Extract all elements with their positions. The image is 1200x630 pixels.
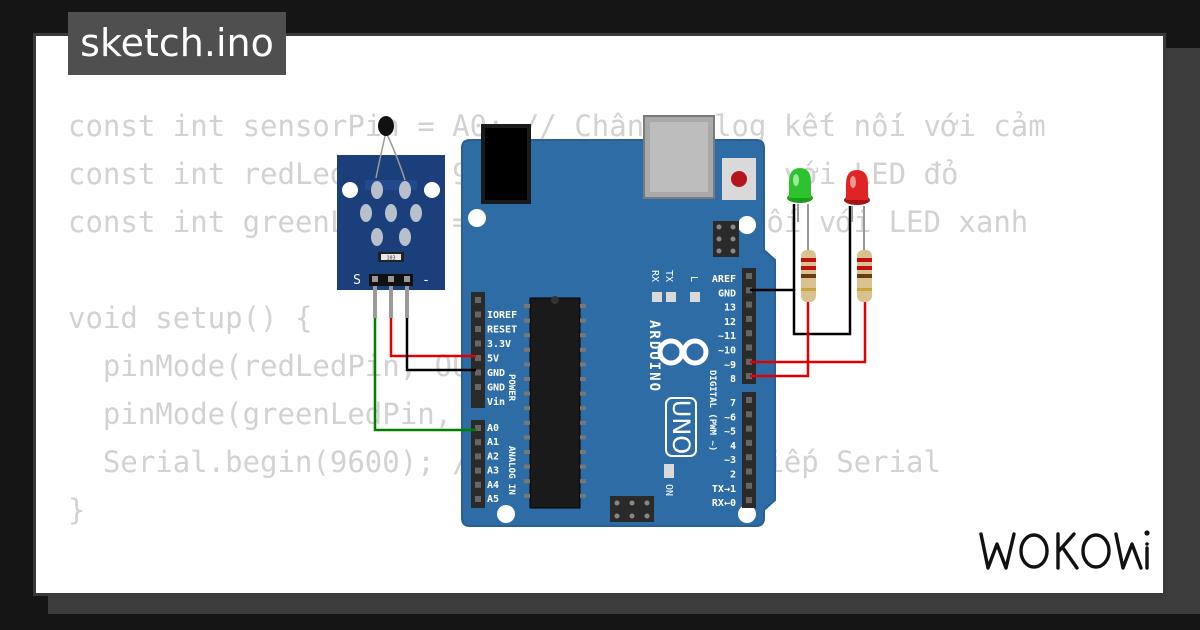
analog-pin-label: A1 (487, 437, 499, 448)
code-line: void loop() { (68, 582, 1046, 593)
digital-pin-label: 4 (730, 441, 736, 452)
tx-label: TX (663, 270, 674, 282)
green-led[interactable] (787, 168, 813, 250)
digital-pin-label: RX←0 (712, 498, 736, 509)
arduino-uno-board[interactable]: ARDUINO UNO RX TX L ON IOREF RESET 3.3V 5V G… (461, 115, 776, 527)
digital-header-label: DIGITAL (PWM ~) (707, 370, 717, 451)
arduino-infinity-logo (657, 338, 709, 366)
arduino-model: UNO (667, 400, 695, 454)
digital-pin-label: 7 (730, 398, 736, 409)
digital-pin-label: ~5 (724, 427, 736, 438)
red-led[interactable] (844, 170, 870, 250)
analog-pin-label: A5 (487, 494, 499, 505)
digital-pin-label: 12 (724, 317, 736, 328)
analog-header-label: ANALOG IN (506, 446, 516, 495)
power-pin-label: Vin (487, 396, 505, 408)
power-pin-label: GND (487, 368, 505, 379)
power-pin-label: 3.3V (487, 339, 511, 350)
wokwi-logo (979, 530, 1150, 570)
digital-pin-label: 2 (730, 470, 736, 481)
power-pin-label: 5V (487, 354, 499, 365)
digital-pin-label: TX→1 (712, 484, 736, 495)
digital-pin-label: ~6 (724, 412, 736, 423)
digital-pin-label: GND (718, 288, 736, 299)
digital-pin-label: 13 (724, 303, 736, 314)
power-pin-label: RESET (487, 325, 517, 336)
digital-pin-label: ~3 (724, 455, 736, 466)
code-line: void setup() { (68, 301, 313, 335)
on-label: ON (663, 484, 674, 496)
digital-pin-label: ~10 (718, 346, 736, 357)
power-header-label: POWER (506, 374, 516, 402)
resistor-green[interactable] (801, 250, 816, 302)
code-line: } (68, 493, 86, 527)
power-pin-label: IOREF (487, 310, 517, 321)
temperature-sensor[interactable]: 103 S - (337, 116, 445, 290)
sensor-s-label: S (353, 273, 361, 288)
digital-pin-label: AREF (712, 274, 736, 285)
l-label: L (688, 276, 699, 282)
thermistor-icon (378, 116, 394, 136)
rx-label: RX (649, 270, 660, 282)
analog-pin-label: A0 (487, 423, 499, 434)
digital-pin-label: ~9 (724, 360, 736, 371)
resistor-red[interactable] (857, 250, 872, 302)
file-tab[interactable]: sketch.ino (68, 12, 286, 75)
wires (373, 204, 867, 432)
digital-pin-label: 8 (730, 374, 736, 385)
sensor-resistor-code: 103 (386, 256, 395, 262)
power-pin-label: GND (487, 383, 505, 394)
analog-pin-label: A4 (487, 480, 499, 491)
arduino-brand: ARDUINO (646, 320, 662, 393)
analog-pin-label: A2 (487, 451, 499, 462)
analog-pin-label: A3 (487, 466, 499, 477)
digital-pin-label: ~11 (718, 331, 736, 342)
sensor-minus-label: - (422, 273, 430, 288)
